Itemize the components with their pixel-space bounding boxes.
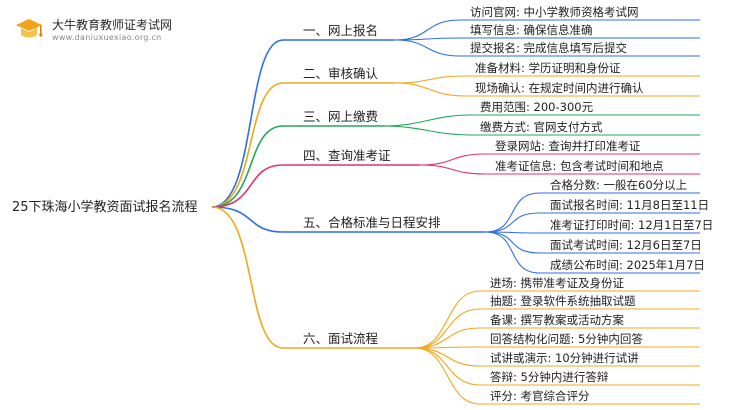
leaf-label: 评分: 考官综合评分 [490, 389, 590, 403]
branch-connector [211, 125, 284, 208]
branch-label: 四、查询准考证 [303, 148, 391, 163]
branch-label: 三、网上缴费 [303, 109, 378, 124]
leaf-label: 访问官网: 中小学教师资格考试网 [470, 5, 639, 19]
leaf-label: 登录网站: 查询并打印准考证 [495, 139, 641, 153]
branch-label: 六、面试流程 [303, 331, 379, 346]
brand-name: 大牛教育教师证考试网 [52, 18, 173, 32]
root-topic: 25下珠海小学教资面试报名流程 [12, 199, 198, 215]
leaf-connector [414, 347, 481, 367]
branch-connector [211, 206, 284, 233]
leaf-connector [394, 19, 461, 41]
leaf-label: 准备材料: 学历证明和身份证 [475, 61, 621, 75]
branch-connector [211, 39, 284, 208]
leaf-connector [414, 327, 481, 349]
branch-connector [211, 164, 284, 208]
leaf-label: 填写信息: 确保信息准确 [470, 23, 593, 37]
leaf-label: 抽题: 登录软件系统抽取试题 [490, 294, 636, 308]
leaf-connector [414, 347, 481, 405]
leaf-connector [419, 164, 486, 175]
leaf-connector [484, 192, 541, 233]
brand-url: www.daniuxuexiao.org.cn [52, 33, 162, 42]
leaf-label: 现场确认: 在规定时间内进行确认 [475, 81, 644, 95]
leaf-label: 备课: 撰写教案或活动方案 [490, 313, 625, 327]
leaf-connector [484, 231, 541, 254]
leaf-connector [384, 125, 471, 136]
leaf-connector [484, 231, 541, 274]
leaf-label: 成绩公布时间: 2025年1月7日 [550, 258, 705, 272]
leaf-label: 试讲或演示: 10分钟进行试讲 [490, 351, 639, 365]
leaf-connector [414, 308, 481, 349]
branch-label: 五、合格标准与日程安排 [303, 215, 441, 230]
leaf-connector [419, 153, 486, 166]
leaf-connector [414, 347, 481, 386]
leaf-label: 提交报名: 完成信息填写后提交 [470, 41, 628, 55]
branch-connector [211, 206, 284, 349]
leaf-connector [484, 231, 541, 234]
leaf-label: 面试报名时间: 11月8日至11日 [550, 198, 709, 212]
leaf-connector [394, 39, 461, 57]
leaf-label: 面试考试时间: 12月6日至7日 [550, 238, 702, 252]
leaf-connector [394, 75, 466, 84]
leaf-label: 缴费方式: 官网支付方式 [480, 120, 603, 134]
branch-label: 一、网上报名 [303, 23, 378, 38]
branch-connector [211, 82, 284, 208]
graduation-book-icon [16, 19, 43, 38]
branch-label: 二、审核确认 [303, 66, 379, 81]
leaf-label: 进场: 携带准考证及身份证 [490, 276, 625, 290]
leaf-label: 费用范围: 200-300元 [480, 100, 594, 114]
leaf-label: 答辩: 5分钟内进行答辩 [490, 370, 609, 384]
leaf-connector [394, 82, 466, 97]
leaf-label: 回答结构化问题: 5分钟内回答 [490, 332, 643, 346]
leaf-connector [414, 290, 481, 349]
brand-logo: 大牛教育教师证考试网 www.daniuxuexiao.org.cn [12, 12, 212, 48]
leaf-label: 准考证打印时间: 12月1日至7日 [550, 218, 713, 232]
leaf-connector [384, 114, 471, 127]
leaf-connector [484, 212, 541, 233]
leaf-label: 合格分数: 一般在60分以上 [550, 178, 687, 192]
leaf-label: 准考证信息: 包含考试时间和地点 [495, 159, 664, 173]
